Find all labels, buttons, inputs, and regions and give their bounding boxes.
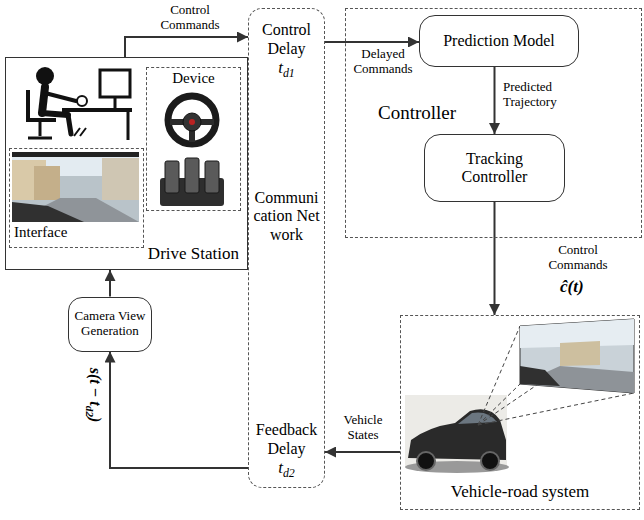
edge-label-box: s(t − td2) bbox=[82, 355, 104, 435]
node-title: Interface bbox=[10, 224, 143, 241]
desk-wheel bbox=[77, 96, 87, 106]
monitor bbox=[100, 70, 130, 97]
flow-arrow bbox=[494, 202, 496, 315]
operator-torso bbox=[42, 87, 45, 113]
network-band: Communication Network Control Delaytd1Fee… bbox=[248, 8, 325, 488]
edge-label: Predicted Trajectory bbox=[503, 80, 581, 110]
delay-block: Control Delaytd1 bbox=[248, 18, 325, 84]
edge-label-box: Vehicle States bbox=[330, 413, 396, 443]
vehicle-road-group: Vehicle-road system bbox=[400, 315, 640, 510]
operator-arm bbox=[45, 93, 76, 101]
flow-arrow bbox=[325, 451, 400, 453]
delay-symbol: td1 bbox=[278, 58, 295, 81]
flow-arrow bbox=[325, 41, 419, 43]
camera-ray bbox=[478, 319, 634, 425]
flow-arrow bbox=[494, 67, 496, 134]
node-title: Prediction Model bbox=[443, 32, 555, 50]
pedal bbox=[185, 158, 199, 193]
chair-base bbox=[28, 137, 52, 140]
node-title: Control Delay bbox=[250, 21, 323, 58]
node-title: Tracking Controller bbox=[445, 150, 544, 187]
edge-label-box: Delayed Commands bbox=[349, 47, 417, 77]
camera-view-building bbox=[560, 341, 600, 366]
delay-block: Feedback Delaytd2 bbox=[248, 418, 325, 484]
pedal bbox=[165, 161, 179, 193]
node-title: Feedback Delay bbox=[250, 421, 323, 458]
wheel-spoke bbox=[170, 119, 214, 125]
desk-leg bbox=[127, 112, 130, 140]
camera-ray bbox=[478, 326, 520, 425]
interface-screenshot bbox=[12, 152, 139, 222]
wheel-hub bbox=[183, 113, 201, 131]
process-box: Camera View Generation bbox=[68, 297, 152, 352]
screen-dashboard bbox=[12, 202, 84, 222]
screen-building bbox=[34, 166, 60, 200]
car-wheel bbox=[417, 452, 435, 470]
node-title: Controller bbox=[346, 102, 641, 124]
screen-building bbox=[102, 158, 139, 200]
camera-view-road bbox=[520, 366, 634, 393]
operator-shin bbox=[68, 115, 71, 134]
drive-station-panel: Drive Station DeviceInterface bbox=[5, 57, 248, 270]
camera-view-dashboard bbox=[520, 366, 560, 386]
flow-arrow bbox=[110, 352, 248, 469]
edge-label: Vehicle States bbox=[330, 413, 396, 443]
edge-label: Control Commands bbox=[537, 243, 619, 273]
wheel-logo bbox=[189, 119, 195, 125]
interface-group: Interface bbox=[9, 148, 144, 248]
screen-topbar bbox=[12, 152, 139, 157]
desk-pedals bbox=[74, 128, 86, 136]
flow-arrow bbox=[109, 270, 111, 297]
chair-post bbox=[39, 120, 42, 136]
chair-back bbox=[26, 90, 30, 120]
operator-icon bbox=[26, 67, 132, 140]
edge-label-box: Predicted Trajectory bbox=[503, 80, 581, 110]
camera-ray bbox=[478, 393, 634, 425]
edge-label: Control Commands bbox=[150, 3, 230, 33]
node-title: Vehicle-road system bbox=[401, 482, 639, 502]
car-wheel bbox=[481, 452, 499, 470]
car-window bbox=[458, 412, 497, 424]
vehicle-illustration bbox=[405, 319, 634, 473]
node-title: Device bbox=[147, 70, 240, 87]
signal-label: ĉ(t) bbox=[560, 277, 610, 297]
camera-ray bbox=[478, 384, 520, 425]
flow-arrow bbox=[125, 37, 248, 57]
edge-label: s(t − td2) bbox=[83, 355, 104, 435]
edge-label: Delayed Commands bbox=[349, 47, 417, 77]
device-group: Device bbox=[146, 67, 241, 211]
node-title: Communication Network bbox=[249, 189, 324, 244]
desk-top bbox=[62, 108, 132, 112]
node-title: Drive Station bbox=[6, 244, 247, 264]
controller-group: Controller Prediction ModelTracking Contr… bbox=[345, 8, 642, 238]
delay-symbol: td2 bbox=[278, 458, 295, 481]
pedal-device bbox=[160, 158, 224, 206]
wheel-device bbox=[168, 96, 216, 144]
operator-thigh bbox=[42, 113, 68, 115]
edge-label-box: Control Commands bbox=[150, 3, 230, 33]
wheel-rim bbox=[168, 96, 216, 144]
process-box: Tracking Controller bbox=[424, 134, 565, 202]
screen-base bbox=[12, 152, 139, 222]
edge-label-box: Control Commands bbox=[537, 243, 619, 273]
pedal bbox=[205, 161, 219, 193]
screen-road bbox=[12, 198, 139, 222]
node-title: Camera View Generation bbox=[73, 309, 147, 339]
camera-view-image bbox=[520, 319, 634, 393]
process-box: Prediction Model bbox=[419, 15, 579, 67]
operator-head bbox=[36, 67, 54, 85]
monitor-stand bbox=[114, 97, 117, 108]
signal-label-box: ĉ(t) bbox=[560, 277, 610, 297]
